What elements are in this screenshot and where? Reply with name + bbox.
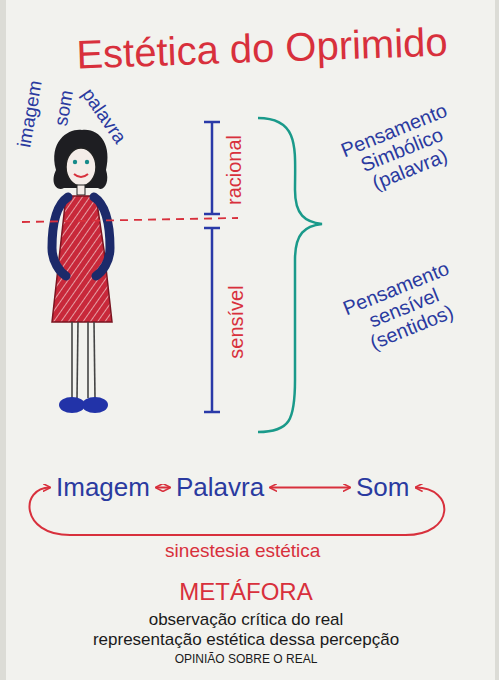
dashed-divider — [22, 218, 238, 222]
range-bars — [204, 122, 220, 412]
connector — [156, 487, 170, 489]
node-text: Imagem — [56, 472, 150, 503]
node-text: Palavra — [176, 472, 264, 503]
region-label: sensível — [226, 285, 247, 358]
heading-word: METÁFORA — [179, 579, 312, 604]
note-line: observação crítica do real — [149, 611, 344, 629]
note-line: OPINIÃO SOBRE O REAL — [175, 653, 318, 666]
note-line: representação estética dessa percepção — [93, 631, 399, 649]
paper-sheet — [6, 0, 495, 680]
connector — [270, 487, 350, 489]
woman-figure — [52, 130, 112, 413]
region-label: racional — [224, 135, 245, 205]
curly-brace — [258, 118, 322, 432]
word-node: Palavra — [172, 470, 268, 505]
node-text: Som — [356, 472, 409, 503]
edge-label: sinestesia estética — [162, 541, 323, 561]
word-node: Imagem — [52, 470, 154, 505]
word-node: Som — [352, 470, 413, 505]
